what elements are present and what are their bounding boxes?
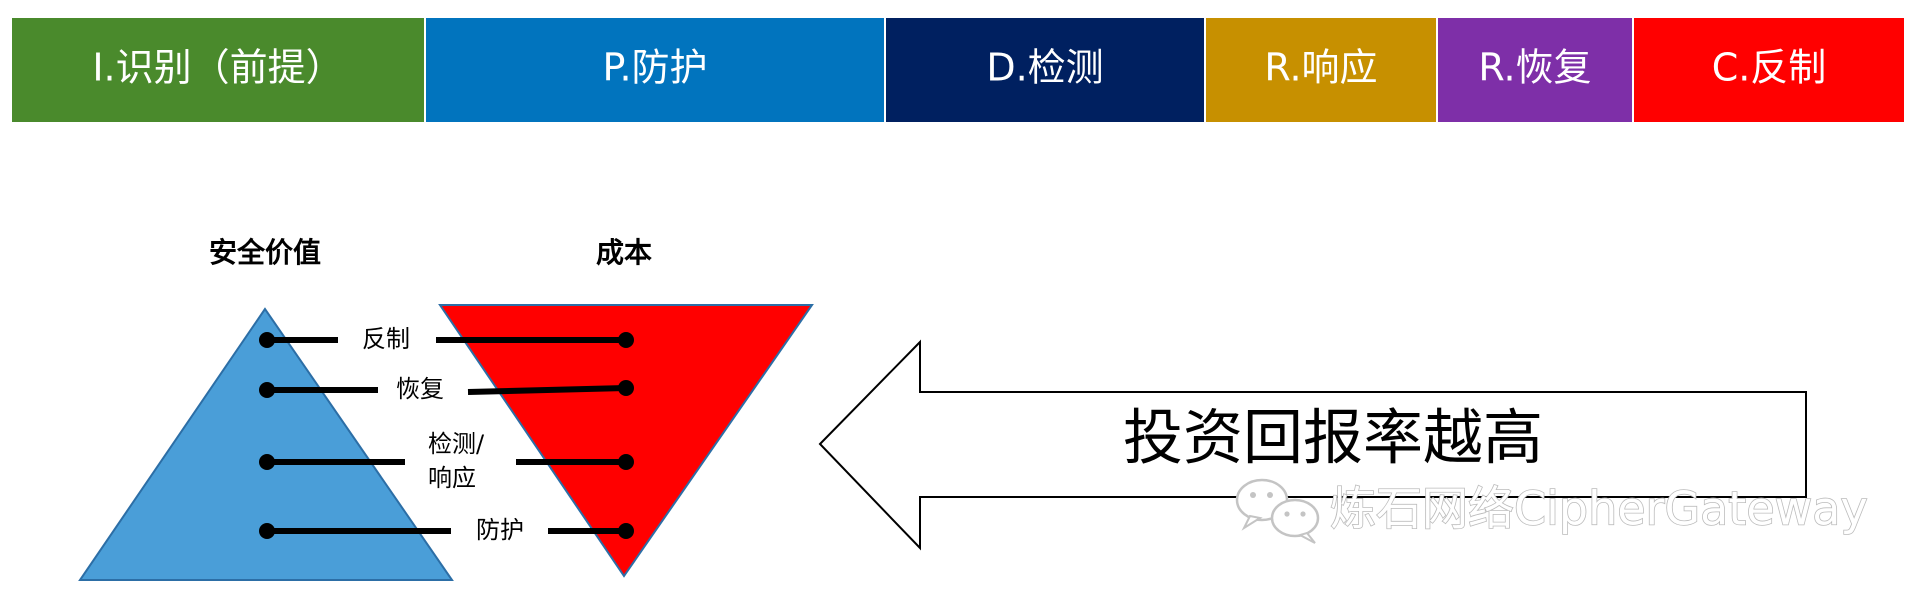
value-dot-counter: [259, 332, 275, 348]
value-dot-recover: [259, 382, 275, 398]
phase-respond-label: R.响应: [1264, 46, 1377, 90]
level-label-protect: 防护: [476, 516, 524, 544]
cost-connector-recover: [467, 385, 627, 395]
phase-identify: I.识别（前提）: [12, 18, 424, 122]
watermark: 炼石网络CipherGateway: [1235, 478, 1868, 544]
level-label-recover: 恢复: [396, 375, 444, 403]
level-label-detect-line2: 响应: [428, 464, 476, 492]
phase-counter-label: C.反制: [1712, 46, 1827, 90]
phase-recover-box: [1438, 18, 1632, 122]
roi-arrow-text: 投资回报率越高: [1123, 404, 1543, 474]
value-dot-detect: [259, 454, 275, 470]
phase-respond: R.响应: [1206, 18, 1436, 122]
cost-connectors: [436, 332, 634, 539]
cost-dot-detect: [618, 454, 634, 470]
value-heading: 安全价值: [209, 236, 321, 269]
phase-counter-box: [1634, 18, 1904, 122]
level-label-counter: 反制: [362, 325, 410, 353]
value-dot-protect: [259, 523, 275, 539]
phase-counter: C.反制: [1634, 18, 1904, 122]
phase-recover: R.恢复: [1438, 18, 1632, 122]
value-connectors: [259, 332, 451, 539]
cost-triangle: [438, 304, 814, 578]
phase-protect-box: [426, 18, 884, 122]
level-labels: 反制 恢复 检测/ 响应 防护: [362, 325, 524, 544]
phase-protect-label: P.防护: [602, 46, 707, 90]
phase-protect: P.防护: [426, 18, 884, 122]
level-label-detect-line1: 检测/: [428, 430, 485, 458]
cost-heading: 成本: [596, 236, 652, 269]
phase-detect-label: D.检测: [986, 46, 1103, 90]
roi-arrow: [818, 339, 1807, 551]
phase-bar: I.识别（前提） P.防护 D.检测 R.响应 R.恢复 C.反制: [12, 18, 1904, 122]
chat-bubble-icon: [1235, 478, 1320, 544]
cost-dot-counter: [618, 332, 634, 348]
phase-identify-box: [12, 18, 424, 122]
phase-detect: D.检测: [886, 18, 1204, 122]
watermark-text: 炼石网络CipherGateway: [1330, 482, 1868, 536]
phase-identify-label: I.识别（前提）: [92, 46, 343, 90]
phase-recover-label: R.恢复: [1478, 46, 1591, 90]
phase-detect-box: [886, 18, 1204, 122]
cost-dot-recover: [618, 380, 634, 396]
phase-respond-box: [1206, 18, 1436, 122]
cost-dot-protect: [618, 523, 634, 539]
value-triangle: [78, 307, 454, 581]
